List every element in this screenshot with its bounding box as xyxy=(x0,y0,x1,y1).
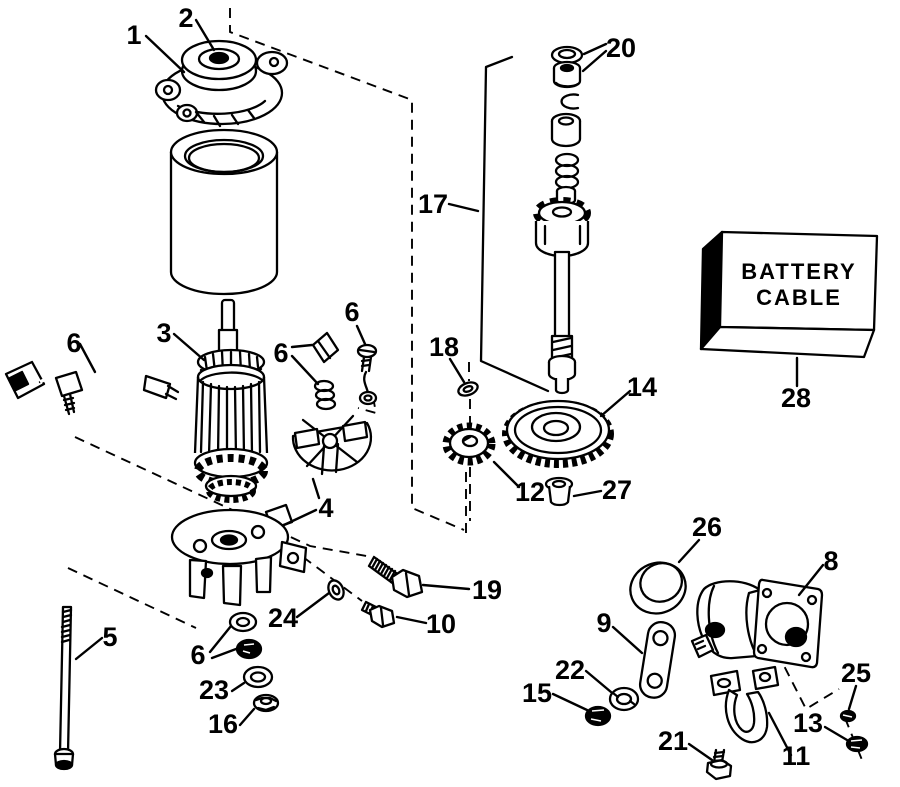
leader-26 xyxy=(677,538,701,564)
leader-18 xyxy=(448,357,466,384)
callout-5-label: 5 xyxy=(102,622,117,652)
leader-25 xyxy=(847,684,858,711)
callout-21-label: 21 xyxy=(658,726,688,756)
callout-23-label: 23 xyxy=(199,675,229,705)
callout-26-label: 26 xyxy=(692,512,722,542)
end-cap-drawing xyxy=(154,39,289,128)
battery-box-line2: CABLE xyxy=(756,285,842,310)
small-washer-24-drawing xyxy=(327,579,345,601)
leader-5 xyxy=(74,636,104,661)
flat-washer-23-drawing xyxy=(242,665,274,689)
callout-6-screw-label: 6 xyxy=(344,297,359,327)
leader-10 xyxy=(395,615,428,625)
callout-6-hw-label: 6 xyxy=(190,640,205,670)
brush-lead-wire-drawing xyxy=(4,360,180,416)
clamp-bracket-11-drawing xyxy=(709,665,780,744)
leader-11 xyxy=(767,711,793,757)
leader-23 xyxy=(230,681,246,693)
leader-24 xyxy=(295,591,331,619)
callout-28-label: 28 xyxy=(781,383,811,413)
callout-20-label: 20 xyxy=(606,33,636,63)
starter-drive-assy-drawing xyxy=(479,45,591,395)
thrust-washer-18-drawing xyxy=(457,381,479,397)
spacer-27-drawing xyxy=(544,476,574,507)
callout-19-label: 19 xyxy=(472,575,502,605)
leader-17 xyxy=(447,202,480,213)
solenoid-drawing xyxy=(690,578,824,669)
screw-25-drawing xyxy=(839,709,857,723)
locknut-16-drawing xyxy=(252,693,280,713)
leader-4 xyxy=(282,477,321,527)
strap-bracket-9-drawing xyxy=(638,621,677,699)
hex-bolt-19-drawing xyxy=(367,555,424,599)
callout-22-label: 22 xyxy=(555,655,585,685)
callout-13-label: 13 xyxy=(793,708,823,738)
callout-2-label: 2 xyxy=(178,3,193,33)
leader-6b xyxy=(290,343,320,386)
leader-12 xyxy=(492,460,521,489)
leader-2 xyxy=(194,18,216,52)
callout-11-label: 11 xyxy=(782,741,811,771)
brush-screw-drawing xyxy=(356,343,378,406)
callout-16-label: 16 xyxy=(208,709,238,739)
leader-13 xyxy=(823,725,849,742)
leader-8 xyxy=(797,563,825,597)
brush-and-spring-drawing xyxy=(311,331,340,411)
callout-4-label: 4 xyxy=(318,493,333,523)
callout-6-lead-label: 6 xyxy=(66,328,81,358)
washer-nut-set-drawing xyxy=(228,611,263,660)
leader-lines xyxy=(74,18,858,762)
leader-14 xyxy=(599,389,632,418)
callout-12-label: 12 xyxy=(515,477,545,507)
callout-24-label: 24 xyxy=(268,603,298,633)
callout-1-label: 1 xyxy=(126,20,141,50)
battery-cable-box-drawing: BATTERY CABLE xyxy=(699,230,879,359)
callout-25-label: 25 xyxy=(841,658,871,688)
leader-1 xyxy=(144,34,186,74)
hex-nut-15-drawing xyxy=(584,705,612,727)
leader-21 xyxy=(687,742,714,762)
nut-13-drawing xyxy=(845,735,869,753)
hex-bolt-10-drawing xyxy=(360,600,396,629)
lock-washer-22-drawing xyxy=(608,686,640,712)
callout-6-brush-label: 6 xyxy=(273,338,288,368)
leader-19 xyxy=(421,583,471,591)
armature-drawing xyxy=(193,298,269,503)
callout-8-label: 8 xyxy=(823,546,838,576)
leader-3 xyxy=(172,332,206,362)
leader-22 xyxy=(584,669,613,694)
leader-27 xyxy=(572,489,603,498)
alignment-dashes xyxy=(67,8,863,761)
motor-housing-drawing xyxy=(169,128,279,296)
callout-labels: 1 2 3 6 6 6 4 5 6 23 16 24 19 10 17 18 2… xyxy=(66,3,871,771)
leader-16 xyxy=(238,707,256,727)
callout-15-label: 15 xyxy=(522,678,552,708)
callout-17-label: 17 xyxy=(418,189,448,219)
drive-gear-14-drawing xyxy=(502,399,614,468)
leader-9 xyxy=(611,625,644,655)
callout-27-label: 27 xyxy=(602,475,632,505)
flange-bolt-21-drawing xyxy=(705,748,733,781)
pinion-gear-12-drawing xyxy=(442,422,496,466)
leader-6c xyxy=(355,324,367,346)
brush-plate-drawing xyxy=(291,414,373,476)
callout-14-label: 14 xyxy=(627,372,657,402)
callout-9-label: 9 xyxy=(596,608,611,638)
leader-15 xyxy=(551,692,589,712)
lower-end-cap-drawing xyxy=(170,503,308,607)
leader-6a xyxy=(78,342,97,374)
sleeve-26-drawing xyxy=(629,561,687,615)
callout-10-label: 10 xyxy=(426,609,456,639)
leader-20 xyxy=(581,42,608,73)
callout-3-label: 3 xyxy=(156,318,171,348)
callout-18-label: 18 xyxy=(429,332,459,362)
leader-6d xyxy=(208,624,238,660)
through-bolt-drawing xyxy=(53,605,75,771)
battery-box-line1: BATTERY xyxy=(741,259,856,284)
